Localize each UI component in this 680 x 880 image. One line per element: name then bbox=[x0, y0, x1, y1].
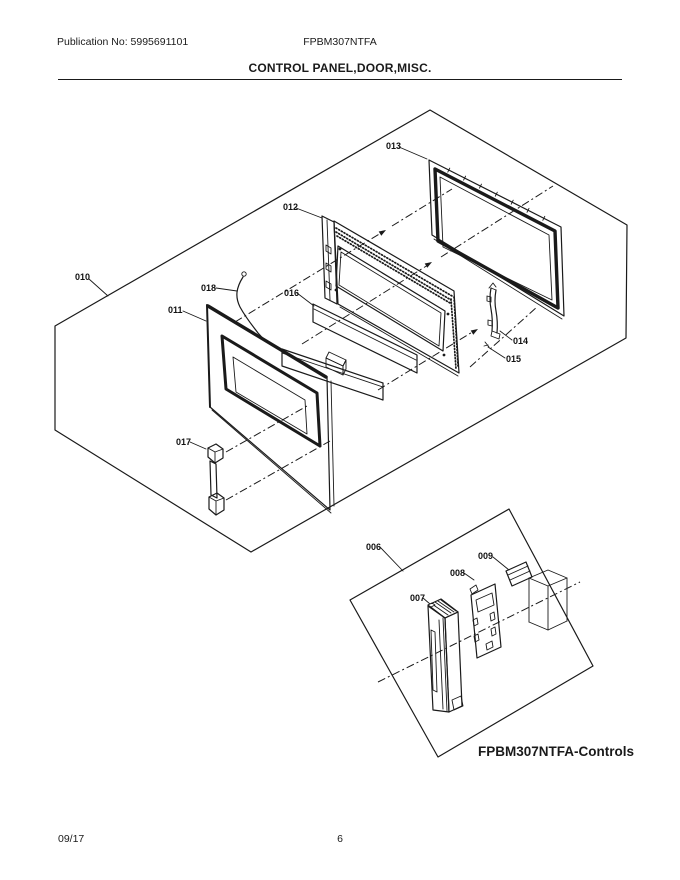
part-007-control-panel bbox=[427, 598, 464, 713]
callout-012-label: 012 bbox=[283, 202, 298, 212]
part-011-door-panel bbox=[206, 304, 335, 514]
part-009-display-window bbox=[505, 561, 568, 631]
callout-018-label: 018 bbox=[201, 283, 216, 293]
controls-assembly-outline bbox=[349, 508, 594, 758]
callout-014-label: 014 bbox=[513, 336, 528, 346]
main-assembly-outline bbox=[54, 109, 628, 553]
controls-callout-leaders bbox=[379, 546, 510, 605]
assembly-axis-lines bbox=[225, 185, 554, 501]
part-018-door-wire bbox=[236, 271, 275, 347]
frame-clip-ticks bbox=[447, 167, 546, 221]
callout-016-label: 016 bbox=[284, 288, 299, 298]
publication-number: Publication No: 5995691101 bbox=[57, 36, 189, 48]
callout-009-label: 009 bbox=[478, 551, 493, 561]
footer-page-number: 6 bbox=[337, 833, 343, 845]
backing-box bbox=[528, 569, 568, 631]
part-016-window-trim bbox=[281, 303, 418, 401]
callout-011-label: 011 bbox=[168, 305, 183, 315]
part-017-door-handle bbox=[207, 443, 225, 516]
callout-017-label: 017 bbox=[176, 437, 191, 447]
main-callout-leaders bbox=[88, 146, 513, 450]
part-012-door-choke bbox=[321, 215, 460, 377]
model-number: FPBM307NTFA bbox=[303, 36, 377, 48]
footer-date: 09/17 bbox=[58, 833, 85, 845]
header-divider bbox=[58, 79, 622, 80]
part-013-outer-door-frame bbox=[428, 159, 565, 320]
controls-caption: FPBM307NTFA-Controls bbox=[478, 744, 635, 759]
part-014-bracket bbox=[486, 282, 501, 340]
page-title: CONTROL PANEL,DOOR,MISC. bbox=[248, 61, 432, 75]
callout-013-label: 013 bbox=[386, 141, 401, 151]
part-008-support-bracket bbox=[469, 583, 502, 659]
controls-axis-line bbox=[377, 581, 581, 683]
callout-008-label: 008 bbox=[450, 568, 465, 578]
callout-010-label: 010 bbox=[75, 272, 90, 282]
part-015-clip bbox=[483, 341, 490, 348]
callout-015-label: 015 bbox=[506, 354, 521, 364]
callout-007-label: 007 bbox=[410, 593, 425, 603]
callout-006-label: 006 bbox=[366, 542, 381, 552]
